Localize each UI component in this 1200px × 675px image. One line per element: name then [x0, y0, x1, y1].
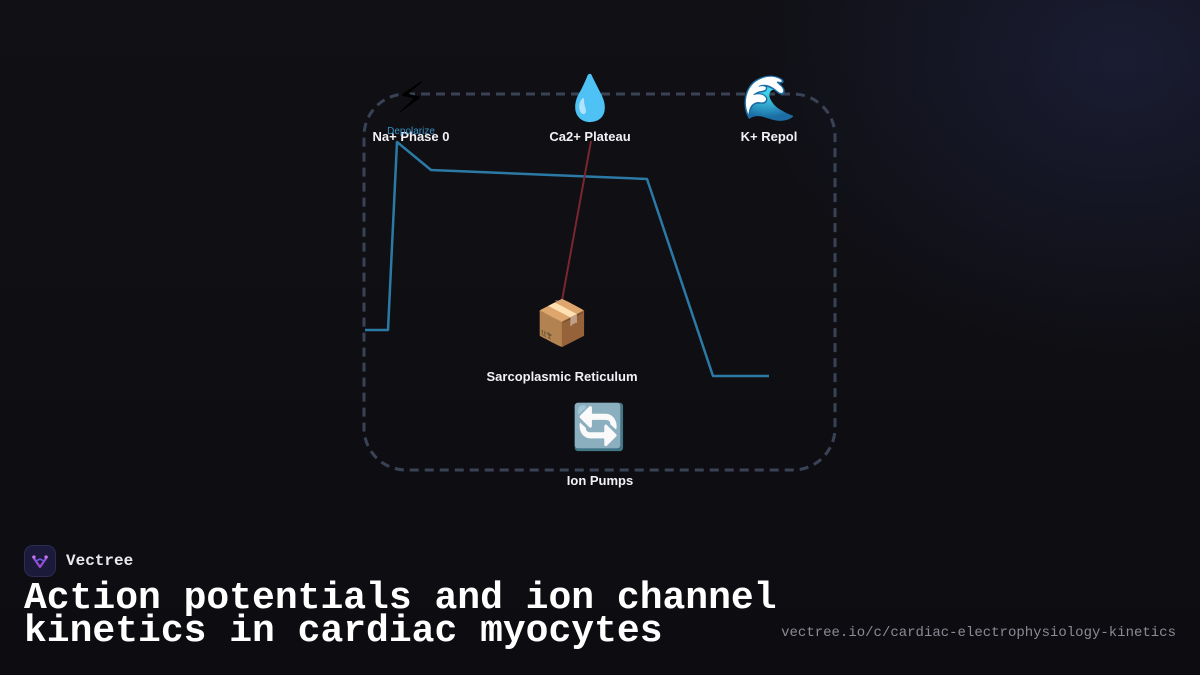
node-label-k-repol: K+ Repol	[740, 129, 798, 144]
brand-name: Vectree	[66, 552, 134, 570]
cycle-arrows-icon: 🔄	[571, 402, 627, 453]
edge-ca-to-sr-arrowhead	[555, 300, 568, 314]
vectree-logo-glyph	[32, 555, 48, 568]
lightning-icon: ⚡	[395, 73, 427, 124]
node-label-ca-plateau: Ca2+ Plateau	[549, 129, 631, 144]
edge-label-depolarize: Depolarize	[387, 126, 435, 137]
wave-icon: 🌊	[741, 73, 797, 124]
node-label-ion-pumps: Ion Pumps	[566, 473, 634, 488]
brand: Vectree	[24, 544, 133, 578]
node-label-sarcoplasmic-reticulum: Sarcoplasmic Reticulum	[486, 369, 638, 384]
source-url: vectree.io/c/cardiac-electrophysiology-k…	[781, 625, 1176, 641]
node-label-na-phase-0: Na+ Phase 0	[372, 129, 450, 144]
page-title: Action potentials and ion channel kineti…	[24, 577, 777, 653]
vectree-logo-icon	[24, 545, 56, 577]
edge-ca-to-sr	[560, 140, 592, 307]
droplet-icon: 💧	[562, 73, 618, 124]
action-potential-trace	[365, 140, 769, 378]
package-icon: 📦	[534, 298, 590, 349]
ion-channel-diagram	[362, 92, 837, 472]
